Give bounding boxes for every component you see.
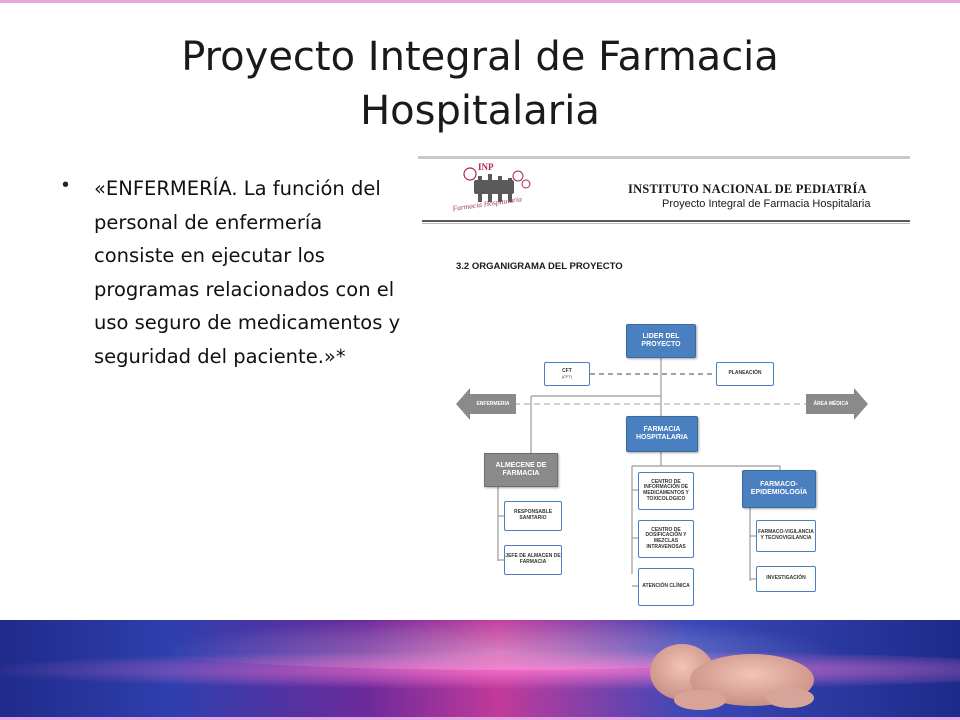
area-medica-arrow-icon	[806, 388, 868, 420]
cft-sublabel: (CFT)	[561, 373, 573, 379]
institution-name: INSTITUTO NACIONAL DE PEDIATRÍA	[628, 182, 867, 196]
org-connectors	[497, 356, 812, 587]
org-node-farmacia: FARMACIA HOSPITALARIA	[626, 416, 698, 452]
bullet-dot: •	[62, 174, 70, 196]
enfermeria-arrow-icon	[456, 388, 516, 420]
figure-top-rule	[418, 156, 910, 159]
org-node-investigacion: INVESTIGACIÓN	[756, 566, 816, 592]
org-node-cft: CFT (CFT)	[544, 362, 590, 386]
org-node-jefe-almacen: JEFE DE ALMACEN DE FARMACIA	[504, 545, 562, 575]
inp-logo-label: INP	[478, 162, 494, 172]
org-chart-figure: INP Farmacia Hospitalaria INSTITUTO NACI…	[418, 156, 910, 622]
top-accent-rule	[0, 0, 960, 3]
bullet-text: «ENFERMERÍA. La función del personal de …	[94, 177, 401, 368]
org-node-farmacovigilancia: FARMACO-VIGILANCIA Y TECNOVIGILANCIA	[756, 520, 816, 552]
section-title: 3.2 ORGANIGRAMA DEL PROYECTO	[456, 261, 623, 272]
header-rule	[422, 220, 910, 222]
header-rule-thin	[422, 223, 910, 224]
bottom-accent-rule	[0, 717, 960, 720]
org-node-planeacion: PLANEACIÓN	[716, 362, 774, 386]
enfermeria-label: ENFERMERIA	[476, 401, 510, 407]
org-node-centro-dosificacion: CENTRO DE DOSIFICACIÓN Y MEZCLAS INTRAVE…	[638, 520, 694, 558]
org-node-farmaco-epidemiologia: FARMACO-EPIDEMIOLOGÍA	[742, 470, 816, 508]
org-node-centro-informacion: CENTRO DE INFORMACIÓN DE MEDICAMENTOS Y …	[638, 472, 694, 510]
org-node-atencion-clinica: ATENCIÓN CLÍNICA	[638, 568, 694, 606]
slide-title: Proyecto Integral de Farmacia Hospitalar…	[60, 30, 900, 138]
title-line-2: Hospitalaria	[360, 88, 600, 134]
org-node-lider: LIDER DEL PROYECTO	[626, 324, 696, 358]
cft-label: CFT	[562, 367, 572, 374]
project-subtitle: Proyecto Integral de Farmacia Hospitalar…	[662, 198, 871, 210]
inp-logo-icon	[463, 167, 531, 202]
title-line-1: Proyecto Integral de Farmacia	[181, 34, 779, 80]
org-node-responsable: RESPONSABLE SANITARIO	[504, 501, 562, 531]
area-medica-label: ÁREA MÉDICA	[813, 401, 849, 407]
baby-illustration-icon	[650, 644, 814, 710]
org-node-almacen: ALMECENE DE FARMACIA	[484, 453, 558, 487]
